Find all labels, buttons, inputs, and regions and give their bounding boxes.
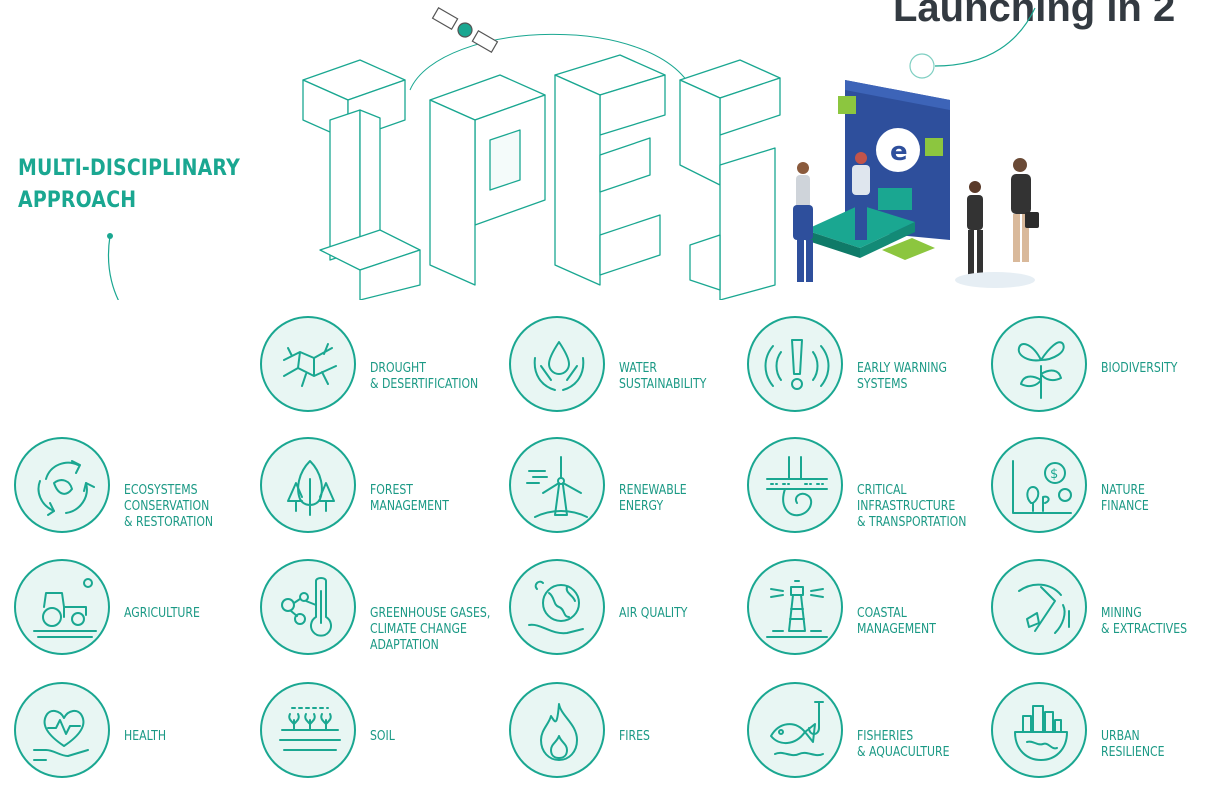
- ipees-3d-letters: [302, 54, 781, 300]
- flame-icon: [509, 682, 605, 778]
- svg-text:$: $: [1050, 467, 1058, 482]
- water-hands-icon: [509, 316, 605, 412]
- money-growth-icon: $: [991, 437, 1087, 533]
- tractor-icon: [14, 559, 110, 655]
- warning-icon: [747, 316, 843, 412]
- satellite-icon: [431, 6, 499, 54]
- approach-heading: MULTI-DISCIPLINARY APPROACH: [18, 153, 240, 217]
- connector-line: [107, 233, 120, 300]
- approach-line-2: APPROACH: [18, 188, 137, 213]
- city-globe-icon: [991, 682, 1087, 778]
- theme-label-biodiversity: BIODIVERSITY: [1101, 361, 1178, 376]
- connector-top: [909, 7, 1036, 79]
- ecosystem-cycle-icon: [14, 437, 110, 533]
- globe-hand-icon: [509, 559, 605, 655]
- theme-label-soil: SOIL: [370, 729, 395, 744]
- satellite-orbit: [409, 33, 696, 96]
- road-bridge-icon: [747, 437, 843, 533]
- theme-label-health: HEALTH: [124, 729, 167, 744]
- theme-label-air: AIR QUALITY: [619, 606, 688, 621]
- fish-hook-icon: [747, 682, 843, 778]
- wind-turbine-icon: [509, 437, 605, 533]
- lighthouse-icon: [747, 559, 843, 655]
- approach-line-1: MULTI-DISCIPLINARY: [18, 156, 240, 181]
- thermometer-molecule-icon: [260, 559, 356, 655]
- heart-hand-icon: [14, 682, 110, 778]
- soil-sprouts-icon: [260, 682, 356, 778]
- people-figures: [793, 152, 1039, 288]
- forest-icon: [260, 437, 356, 533]
- theme-label-fisheries: FISHERIES& AQUACULTURE: [857, 729, 950, 760]
- drought-icon: [260, 316, 356, 412]
- launch-headline: Launching in 2: [893, 0, 1176, 30]
- pickaxe-icon: [991, 559, 1087, 655]
- theme-label-mining: MINING& EXTRACTIVES: [1101, 606, 1188, 637]
- hero-illustration: e: [107, 6, 1039, 300]
- presentation-screen: e: [838, 80, 950, 240]
- theme-label-agriculture: AGRICULTURE: [124, 606, 200, 621]
- svg-text:e: e: [890, 137, 908, 167]
- butterfly-plant-icon: [991, 316, 1087, 412]
- theme-label-fires: FIRES: [619, 729, 650, 744]
- theme-label-drought: DROUGHT& DESERTIFICATION: [370, 361, 479, 392]
